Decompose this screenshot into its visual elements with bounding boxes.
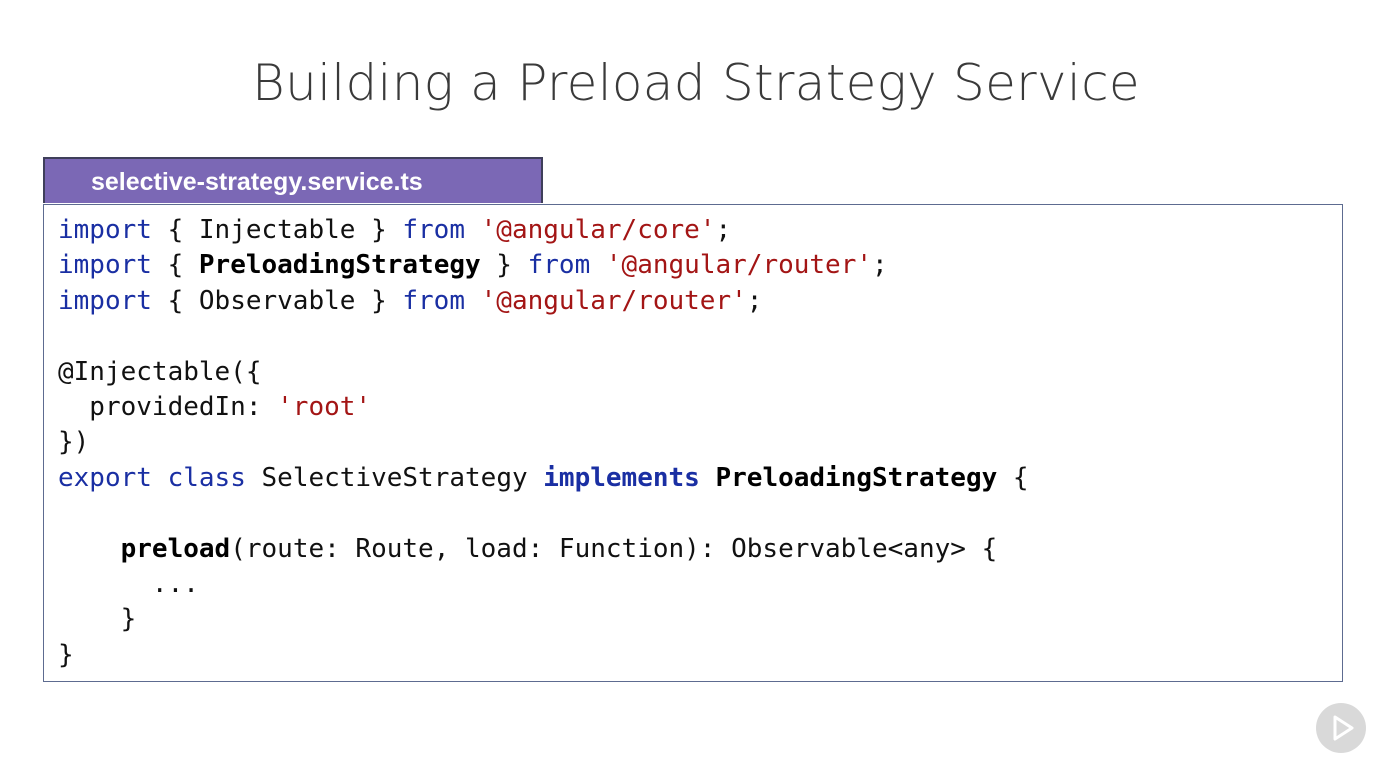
code-line-8: export class SelectiveStrategy implement…	[58, 461, 1029, 496]
code-token: ;	[746, 285, 763, 316]
code-text: import { Injectable } from '@angular/cor…	[58, 213, 1029, 673]
code-token: { Injectable }	[151, 215, 403, 245]
code-token: import	[58, 285, 152, 316]
slide-title: Building a Preload Strategy Service	[252, 54, 1140, 112]
code-line-12: }	[58, 602, 1029, 637]
code-token: export	[58, 462, 152, 493]
code-token	[465, 286, 481, 316]
code-line-6: providedIn: 'root'	[58, 390, 1029, 425]
code-token: ...	[58, 568, 199, 599]
code-line-3: import { Observable } from '@angular/rou…	[58, 284, 1029, 319]
code-token: { Observable }	[151, 285, 403, 316]
code-token	[465, 215, 481, 245]
code-token: providedIn:	[58, 391, 278, 422]
code-token	[58, 534, 121, 564]
code-line-2: import { PreloadingStrategy } from '@ang…	[58, 248, 1029, 283]
code-line-4	[58, 319, 1029, 354]
code-token: ;	[715, 215, 732, 245]
code-token: })	[58, 427, 90, 458]
code-line-13: }	[58, 638, 1029, 673]
code-line-7: })	[58, 425, 1029, 460]
code-token: ;	[872, 250, 888, 281]
code-token: {	[151, 250, 199, 281]
play-icon	[1333, 715, 1354, 741]
play-button[interactable]	[1316, 703, 1366, 753]
code-block: import { Injectable } from '@angular/cor…	[43, 204, 1343, 682]
code-token: }	[58, 639, 74, 670]
code-token: {	[997, 462, 1029, 493]
code-token: from	[402, 285, 465, 316]
code-token: SelectiveStrategy	[245, 462, 544, 493]
code-token: preload	[120, 533, 231, 564]
code-token: import	[58, 250, 152, 281]
code-line-10: preload(route: Route, load: Function): O…	[58, 532, 1029, 567]
code-token: class	[167, 462, 246, 493]
code-token: PreloadingStrategy	[715, 462, 998, 493]
code-token: implements	[543, 462, 700, 493]
code-token: import	[58, 215, 152, 245]
code-token	[590, 250, 606, 280]
file-tab: selective-strategy.service.ts	[43, 157, 543, 203]
code-token: PreloadingStrategy	[198, 250, 481, 281]
code-token: (route: Route, load: Function): Observab…	[230, 533, 998, 564]
code-token: '@angular/router'	[480, 285, 747, 316]
code-token: from	[527, 250, 591, 281]
code-line-5: @Injectable({	[58, 355, 1029, 390]
code-token: 'root'	[277, 391, 372, 422]
code-token	[700, 463, 716, 493]
code-token: }	[58, 604, 137, 635]
code-line-11: ...	[58, 567, 1029, 602]
code-line-1: import { Injectable } from '@angular/cor…	[58, 213, 1029, 248]
code-token: }	[480, 250, 528, 281]
code-token: from	[402, 215, 465, 245]
code-line-9	[58, 496, 1029, 531]
code-token: '@angular/router'	[605, 250, 873, 281]
code-token: '@angular/core'	[480, 215, 716, 245]
code-token	[152, 463, 168, 493]
code-token: @Injectable({	[58, 356, 262, 387]
